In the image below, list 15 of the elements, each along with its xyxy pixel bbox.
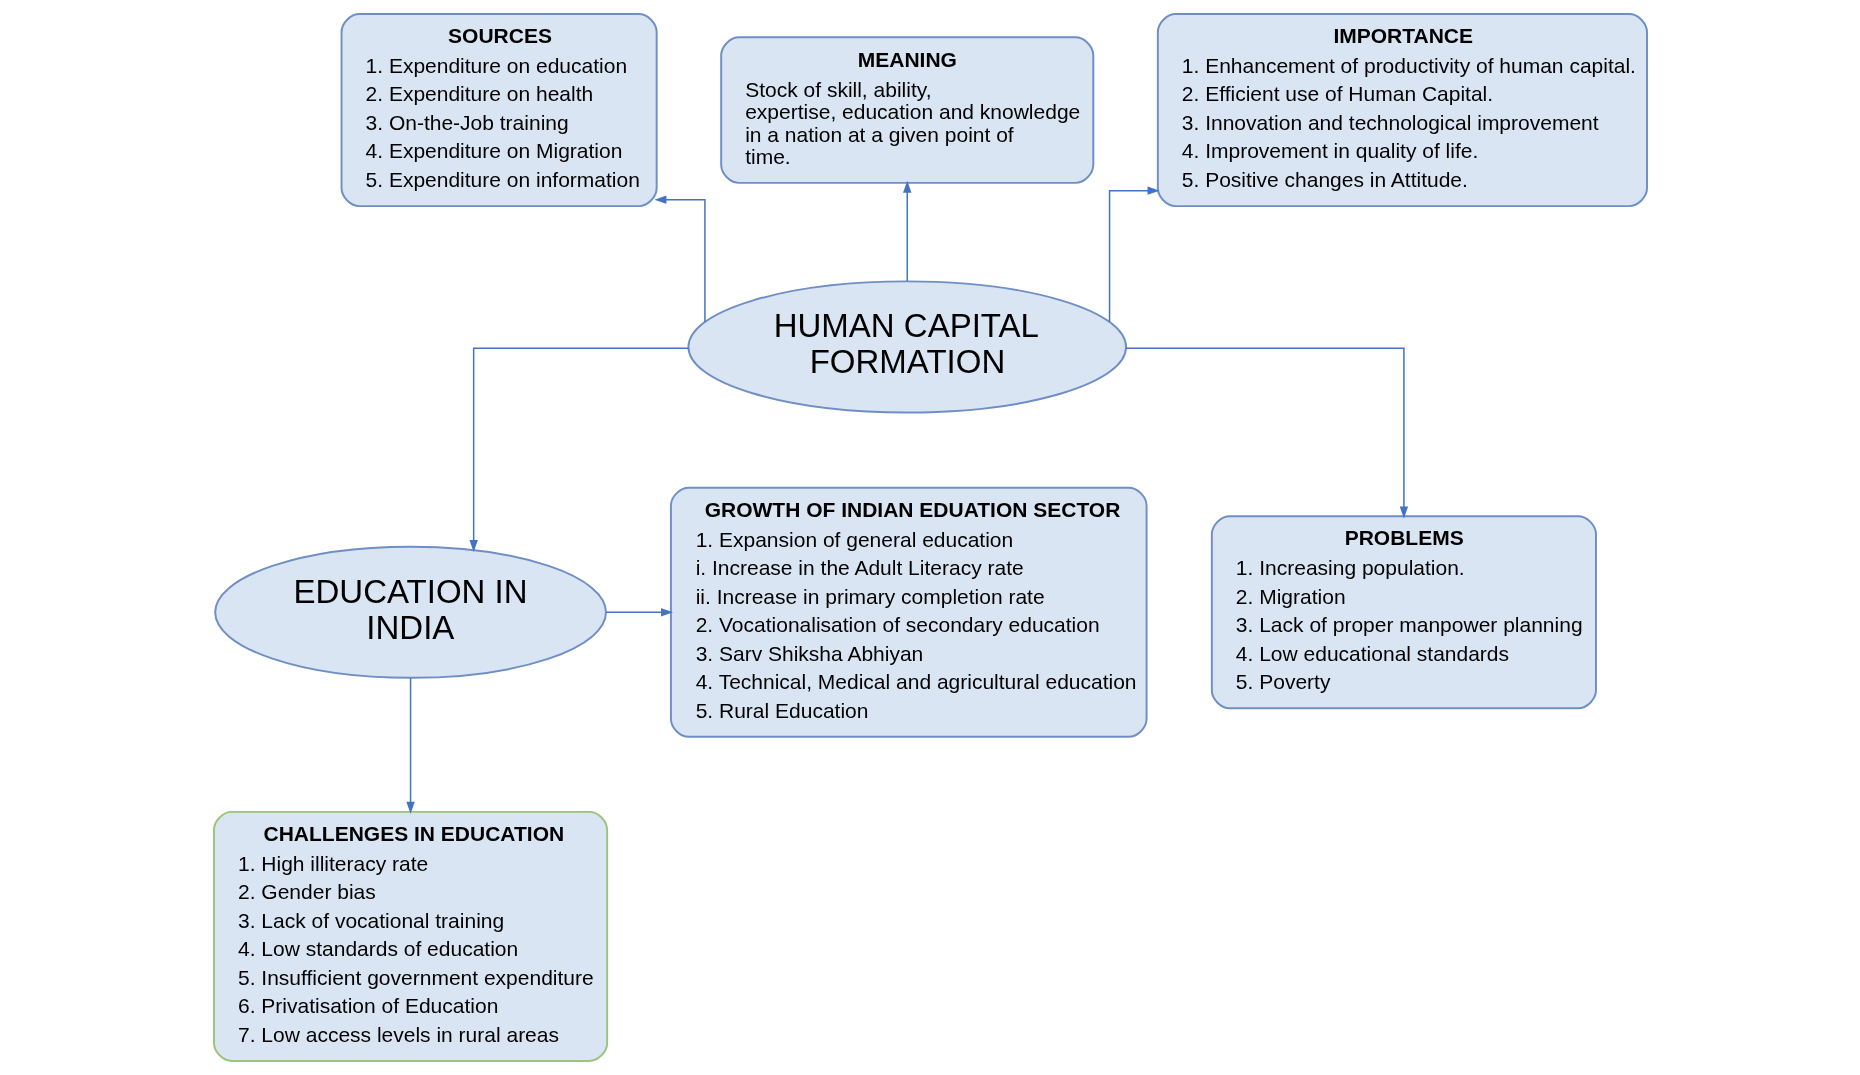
node-box: IMPORTANCE 1. Enhancement of productivity of human capital. 2. Efficient use of Human Capital. 3. Innovation and technological improvement 4. Improvement in quality of life. 5. Positive changes in Attitude. (1156, 13, 1648, 208)
node-box: SOURCES 1. Expenditure on education 2. Expenditure on health 3. On-the-Job training 4. Expenditure on Migration 5. Expenditure on information (340, 13, 658, 208)
arrow (1124, 347, 1408, 519)
arrow (653, 195, 706, 323)
node-box: CHALLENGES IN EDUCATION 1. High illiteracy rate 2. Gender bias 3. Lack of vocational training 4. Low standards of education 5. Insufficient government expenditure 6. Privatisation of Education 7. Low access levels in rural areas (212, 810, 608, 1062)
arrow (604, 608, 673, 617)
arrow (1108, 186, 1160, 323)
node-ellipse: EDUCATION IN INDIA (213, 545, 607, 679)
arrow (405, 677, 415, 814)
arrow (468, 347, 689, 552)
node-box: PROBLEMS 1. Increasing population. 2. Migration 3. Lack of proper manpower planning 4. Low educational standards 5. Poverty (1210, 515, 1597, 710)
node-box: MEANING Stock of skill, ability, expertise, education and knowledge in a nation at a given point of time. (719, 36, 1094, 184)
node-box: GROWTH OF INDIAN EDUATION SECTOR 1. Expansion of general education i. Increase in the Adult Literacy rate ii. Increase in primary completion rate 2. Vocationalisation of secondary education 3. Sarv Shiksha Abhiyan 4. Technical, Medical and agricultural education 5. Rural Education (669, 486, 1148, 738)
node-ellipse: HUMAN CAPITAL FORMATION (686, 280, 1127, 414)
arrow (902, 180, 911, 282)
